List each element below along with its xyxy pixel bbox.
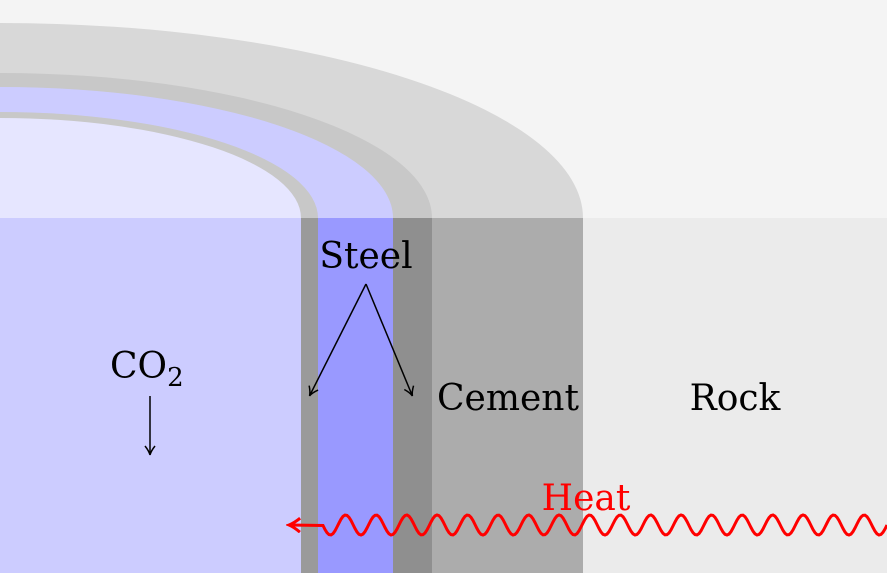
rock-region [583, 218, 887, 573]
steel-arrow-left [308, 283, 367, 397]
cement-region [432, 218, 583, 573]
co2-region [0, 218, 301, 573]
steel-inner-wall [301, 218, 318, 573]
rock-label: Rock [690, 378, 782, 419]
heat-label: Heat [542, 478, 631, 519]
steel-label: Steel [319, 236, 412, 277]
heat-wave-arrow [290, 513, 887, 537]
co2-label: CO2 [110, 346, 184, 393]
co2-top [0, 118, 301, 218]
steel-arrow-right [365, 283, 415, 397]
steel-annulus [318, 218, 393, 573]
cement-label: Cement [437, 378, 579, 419]
